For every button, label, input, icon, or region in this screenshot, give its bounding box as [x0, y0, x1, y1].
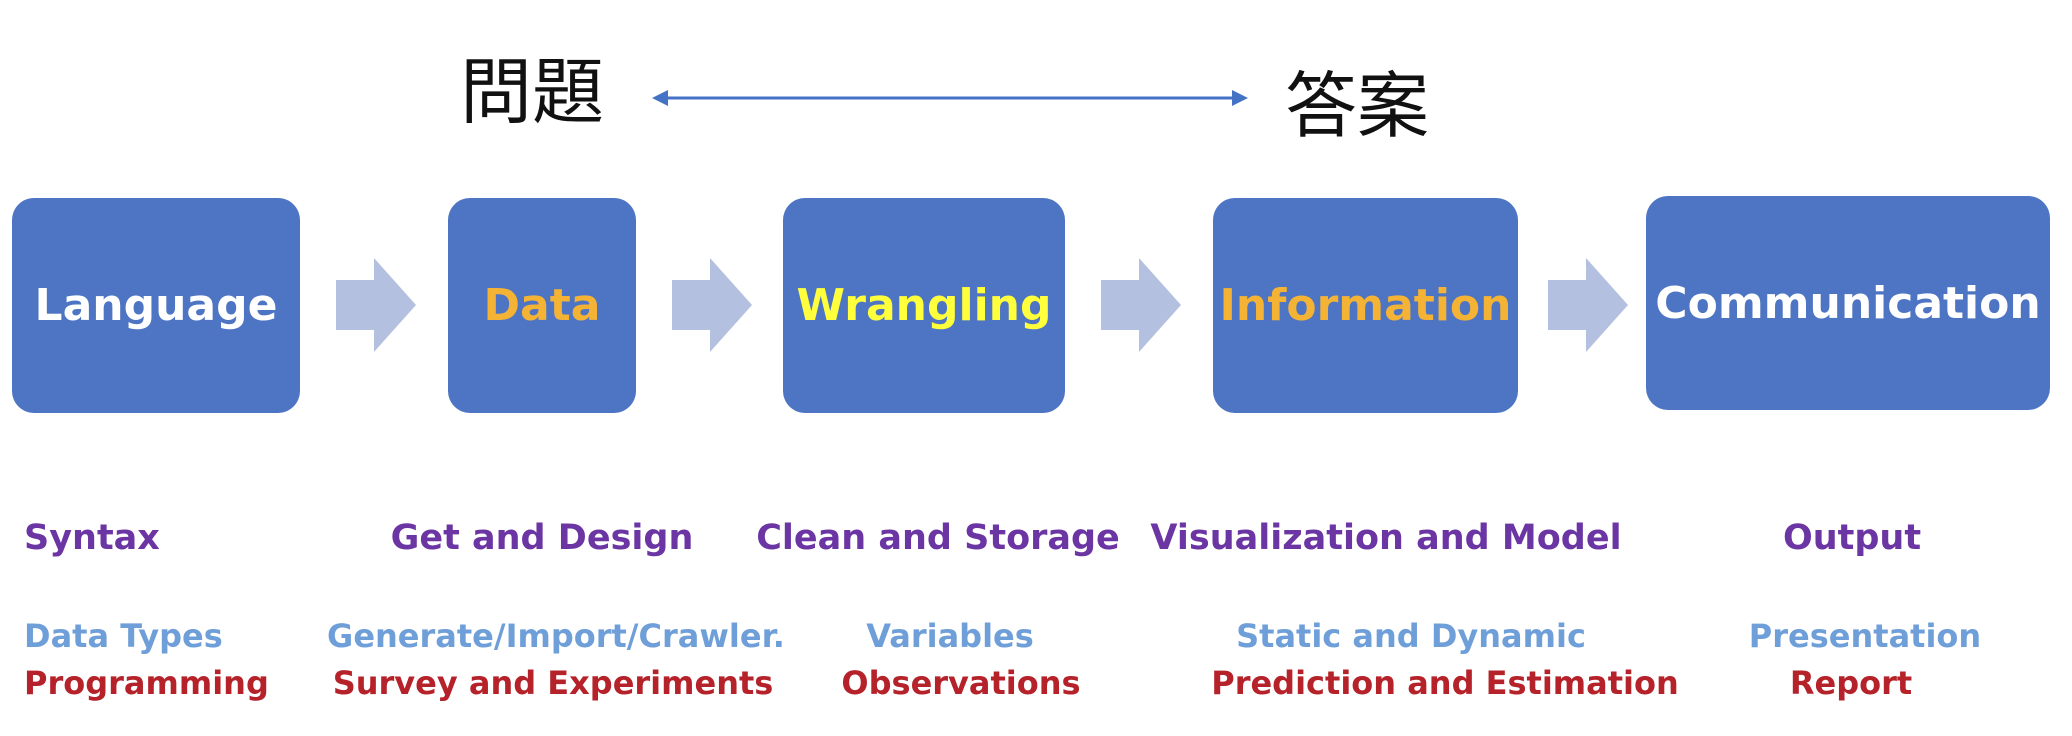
stage-label: Communication — [1655, 277, 2041, 329]
stage-subtext-secondary: Programming — [24, 664, 269, 702]
flow-arrow-icon — [1548, 258, 1628, 352]
stage-subtext-secondary: Survey and Experiments — [332, 664, 774, 702]
stage-data-box: Data — [448, 198, 636, 413]
stage-heading: Syntax — [24, 518, 160, 558]
stage-heading: Output — [1782, 518, 1922, 558]
stage-information-box: Information — [1213, 198, 1518, 413]
stage-wrangling-box: Wrangling — [783, 198, 1065, 413]
stage-subtext-secondary: Report — [1789, 664, 1913, 702]
double-headed-arrow — [652, 90, 1248, 106]
stage-label: Data — [483, 280, 601, 331]
flow-arrow-icon — [1101, 258, 1181, 352]
stage-subtext-primary: Variables — [866, 617, 1034, 655]
stage-subtext-secondary: Observations — [841, 664, 1081, 702]
stage-heading: Visualization and Model — [1150, 518, 1622, 558]
stage-subtext-primary: Presentation — [1748, 617, 1982, 655]
stage-label: Wrangling — [796, 280, 1052, 331]
stage-subtext-secondary: Prediction and Estimation — [1211, 664, 1679, 702]
answer-label: 答案 — [1285, 64, 1430, 148]
flow-arrow-icon — [336, 258, 416, 352]
stage-label: Information — [1219, 280, 1512, 331]
flow-arrow-icon — [672, 258, 752, 352]
stage-communication-box: Communication — [1646, 196, 2050, 410]
question-label: 問題 — [460, 50, 605, 134]
stage-label: Language — [34, 280, 278, 331]
stage-subtext-primary: Static and Dynamic — [1236, 617, 1586, 655]
stage-subtext-primary: Generate/Import/Crawler. — [327, 617, 785, 655]
stage-subtext-primary: Data Types — [24, 617, 223, 655]
stage-heading: Clean and Storage — [756, 518, 1120, 558]
stage-heading: Get and Design — [390, 518, 694, 558]
stage-language-box: Language — [12, 198, 300, 413]
